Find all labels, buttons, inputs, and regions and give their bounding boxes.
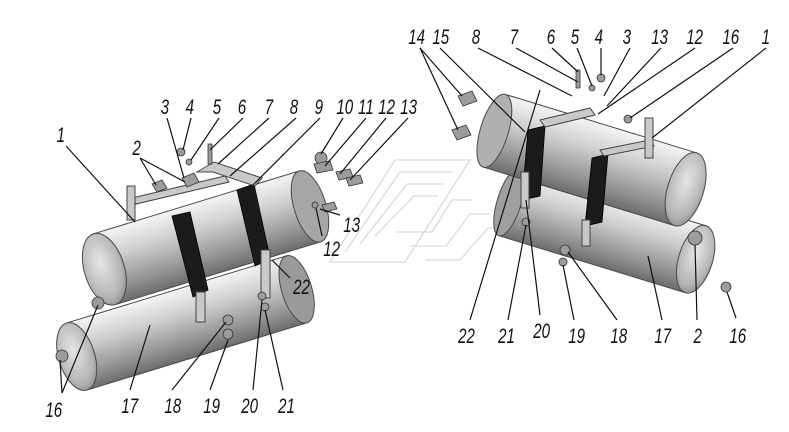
- left-nut-20: [257, 291, 267, 301]
- left-post: [126, 185, 136, 221]
- callout-right-13: 13: [651, 24, 668, 48]
- callout-left-7: 7: [265, 94, 274, 118]
- left-fitting-12b: [311, 201, 319, 209]
- left-bolt-6: [207, 143, 213, 165]
- left-clamp-1: [195, 291, 206, 323]
- left-fitting-11: [313, 160, 334, 174]
- right-washer-18: [559, 244, 571, 256]
- callout-left-4: 4: [186, 94, 194, 118]
- callout-right-16: 16: [722, 24, 739, 48]
- callout-left-1: 1: [57, 122, 65, 146]
- callout-left-16: 16: [45, 397, 62, 421]
- callout-right-6: 6: [547, 24, 556, 48]
- right-post: [644, 117, 654, 159]
- right-clamp-1: [520, 171, 530, 209]
- callout-left-11: 11: [358, 94, 374, 118]
- callout-left-18: 18: [164, 393, 181, 417]
- callout-left-13: 13: [400, 94, 417, 118]
- callout-right-21: 21: [497, 323, 515, 347]
- callout-right-16b: 16: [729, 323, 746, 347]
- callout-left-2: 2: [132, 135, 141, 159]
- right-receiver-assembly: [451, 69, 732, 294]
- right-bracket-bar-2: [599, 139, 655, 157]
- right-clamp-2: [581, 219, 591, 247]
- callout-right-14: 14: [408, 24, 425, 48]
- watermark-logo: [328, 159, 505, 263]
- callout-left-17: 17: [121, 393, 138, 417]
- callout-left-12: 12: [378, 94, 395, 118]
- callout-left-19: 19: [203, 393, 220, 417]
- left-fitting-2a: [151, 179, 168, 193]
- left-fitting-2b: [181, 172, 200, 188]
- right-bracket-bar: [539, 107, 596, 128]
- callout-left-13b: 13: [343, 212, 360, 236]
- callout-left-10: 10: [336, 94, 353, 118]
- callout-left-3: 3: [161, 94, 169, 118]
- callout-right-20: 20: [532, 318, 550, 342]
- callout-labels: 1 2 3 4 5 6 7 8 9 10 11 12 13 13 12 22 1…: [45, 24, 770, 421]
- callout-right-8: 8: [472, 24, 481, 48]
- right-fitting-2: [687, 230, 703, 246]
- right-nut-4: [596, 73, 606, 83]
- right-upper-tank: [476, 93, 707, 227]
- callout-left-8: 8: [290, 94, 299, 118]
- left-plug-1: [91, 296, 105, 310]
- left-receiver-assembly: [55, 143, 364, 391]
- callout-right-3: 3: [623, 24, 631, 48]
- callout-right-15: 15: [432, 24, 449, 48]
- right-fitting-14a: [457, 90, 478, 107]
- callout-left-6: 6: [238, 94, 247, 118]
- callout-right-19: 19: [568, 323, 585, 347]
- right-plug-16: [623, 114, 633, 124]
- callout-right-17: 17: [654, 323, 671, 347]
- callout-left-22: 22: [292, 274, 310, 298]
- right-bolt-6: [575, 69, 581, 89]
- left-clamp-2: [260, 249, 271, 299]
- callout-left-5: 5: [213, 94, 222, 118]
- callout-left-20: 20: [240, 393, 258, 417]
- right-plug-16b: [720, 281, 732, 293]
- left-strap-1: [171, 211, 209, 298]
- callout-right-12: 12: [686, 24, 703, 48]
- callout-right-4: 4: [595, 24, 603, 48]
- callout-right-7: 7: [510, 24, 519, 48]
- right-fitting-14b: [451, 124, 472, 141]
- left-nut-21: [260, 302, 270, 312]
- callout-right-5: 5: [571, 24, 580, 48]
- leader-lines: [59, 47, 767, 394]
- callout-right-1: 1: [762, 24, 770, 48]
- callout-left-9: 9: [315, 94, 323, 118]
- left-washer-5: [185, 158, 193, 166]
- callout-right-22: 22: [457, 323, 475, 347]
- callout-right-2: 2: [693, 323, 702, 347]
- right-strap-2: [584, 153, 609, 227]
- callout-left-21: 21: [277, 393, 295, 417]
- left-nut-19: [222, 328, 234, 340]
- left-upper-tank: [81, 170, 330, 306]
- right-nut-19: [558, 257, 568, 267]
- left-fitting-13: [345, 174, 364, 187]
- callout-right-18: 18: [610, 323, 627, 347]
- left-plug-16: [55, 349, 69, 363]
- callout-left-12b: 12: [323, 236, 340, 260]
